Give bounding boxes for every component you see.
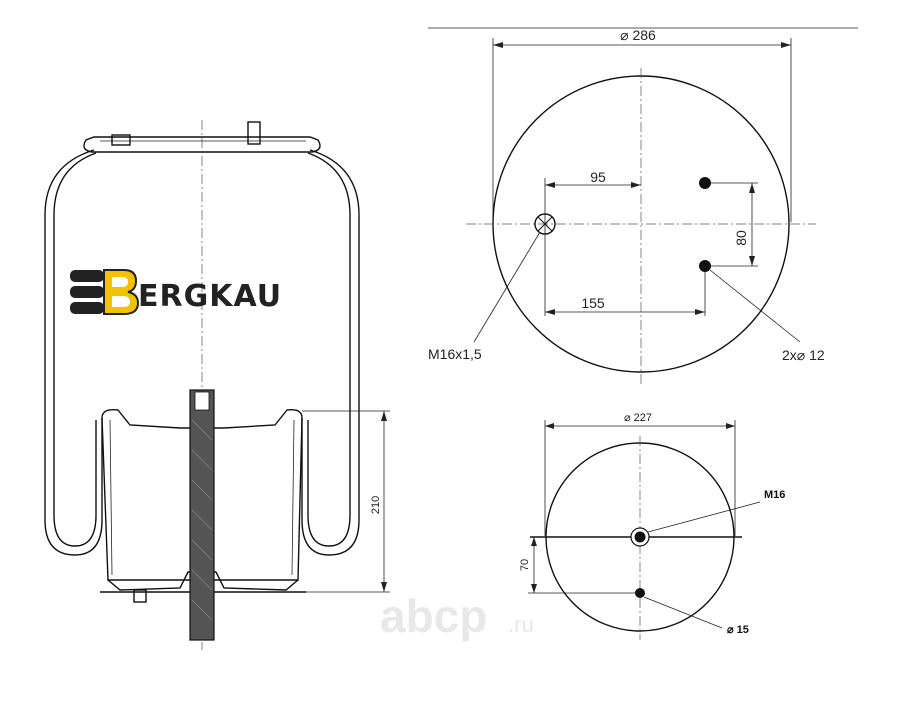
bottom-view: ⌀ 227 70 M16 ⌀ 15 — [519, 412, 785, 640]
watermark-text: abcp — [380, 590, 487, 642]
brand-logo-b-letter — [103, 269, 140, 315]
bottom-hole — [635, 588, 645, 598]
side-view: 210 ERGKAU — [44, 120, 390, 650]
top-diameter-label: ⌀ 286 — [620, 27, 656, 43]
bellows-right — [301, 149, 360, 556]
brand-name: ERGKAU — [138, 279, 282, 314]
thread-label: M16x1,5 — [428, 346, 482, 362]
dim-70-label: 70 — [519, 559, 531, 571]
top-plate — [83, 136, 321, 153]
dim-95-label: 95 — [590, 169, 606, 185]
bottom-hole-label: ⌀ 15 — [727, 624, 749, 636]
stud-hole-upper — [699, 177, 711, 189]
watermark: abcp .ru — [380, 590, 534, 642]
brand-logo: ERGKAU — [70, 269, 282, 315]
holes-label: 2x⌀ 12 — [782, 347, 825, 363]
top-view: ⌀ 286 95 80 155 M16x1,5 2x⌀ 12 — [428, 27, 858, 384]
bottom-stud — [133, 589, 147, 603]
stud-hole-lower — [699, 260, 711, 272]
dim-80-label: 80 — [733, 230, 749, 246]
dim-155-label: 155 — [581, 295, 605, 311]
bellows-left — [44, 149, 103, 556]
watermark-suffix: .ru — [508, 612, 534, 637]
piston — [101, 408, 303, 581]
bottom-diameter-label: ⌀ 227 — [624, 412, 652, 424]
bottom-thread-label: M16 — [764, 489, 785, 501]
height-label: 210 — [370, 496, 382, 514]
top-stud-left — [111, 134, 131, 146]
center-bolt — [189, 389, 215, 641]
top-stud-right — [247, 121, 261, 145]
